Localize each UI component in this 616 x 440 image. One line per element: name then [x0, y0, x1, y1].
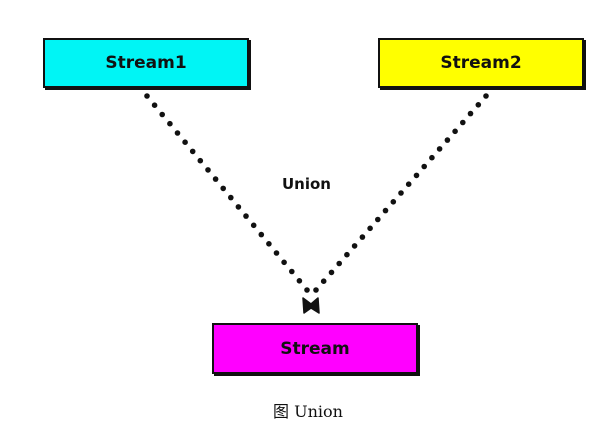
- connector-dot: [483, 93, 489, 99]
- edge-stream2-to-stream: [313, 93, 489, 293]
- connector-dot: [258, 231, 265, 238]
- connector-dot: [367, 225, 373, 232]
- connector-dot: [375, 216, 381, 223]
- connector-dot: [250, 222, 257, 229]
- connector-dot: [235, 204, 242, 210]
- connector-dot: [289, 268, 295, 275]
- stream2-node: Stream2: [378, 38, 584, 88]
- connector-dot: [220, 185, 226, 192]
- union-edge-label: Union: [282, 175, 331, 193]
- connector-dot: [212, 176, 219, 182]
- connector-dot: [313, 287, 319, 293]
- connector-dot: [467, 110, 474, 117]
- connector-dot: [197, 157, 204, 164]
- connector-dot: [444, 137, 451, 143]
- connector-dot: [336, 260, 343, 267]
- arrowhead-icon: [302, 297, 320, 314]
- connector-dot: [281, 259, 287, 266]
- connector-dot: [421, 163, 428, 170]
- connector-dot: [398, 190, 404, 196]
- connector-dot: [144, 93, 150, 99]
- stream1-node: Stream1: [43, 38, 249, 88]
- connector-dot: [328, 269, 335, 276]
- connector-dot: [460, 119, 466, 126]
- stream-node: Stream: [212, 323, 418, 374]
- connector-dot: [174, 130, 181, 136]
- connector-dot: [151, 102, 158, 108]
- connector-dot: [159, 111, 165, 118]
- connector-dot: [382, 207, 389, 214]
- stream2-label: Stream2: [440, 53, 522, 73]
- connector-dot: [243, 213, 249, 219]
- edge-stream1-to-stream: [144, 93, 310, 293]
- connector-dot: [189, 148, 196, 155]
- connector-dot: [228, 194, 234, 201]
- connector-dot: [436, 146, 443, 152]
- connector-dot: [359, 234, 366, 240]
- stream1-label: Stream1: [105, 53, 187, 73]
- connector-dot: [475, 102, 482, 108]
- connector-dot: [390, 199, 397, 205]
- connector-dot: [167, 120, 173, 127]
- stream-label: Stream: [280, 338, 350, 359]
- connector-dot: [304, 287, 310, 293]
- connector-dot: [205, 167, 211, 173]
- connector-dot: [296, 278, 303, 284]
- connector-dot: [413, 172, 420, 179]
- connector-dot: [344, 251, 350, 258]
- connector-dot: [351, 243, 358, 249]
- connector-dot: [320, 278, 327, 285]
- connector-dot: [182, 139, 188, 145]
- connector-dot: [452, 128, 458, 135]
- connector-dot: [266, 241, 272, 247]
- figure-caption: 图 Union: [273, 402, 343, 421]
- connector-dot: [273, 250, 280, 256]
- connector-dot: [429, 154, 435, 161]
- connector-dot: [405, 181, 412, 187]
